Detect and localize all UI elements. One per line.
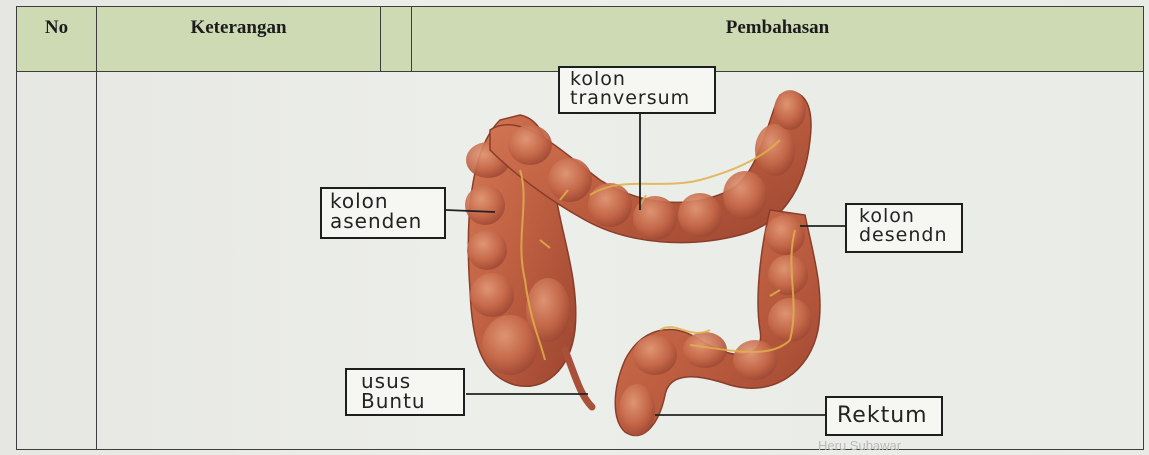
cell-content [97, 72, 1144, 450]
header-no: No [17, 7, 97, 72]
label-kolon-desenden: kolon desendn [845, 203, 963, 253]
label-kolon-transversum: kolon tranversum [558, 66, 716, 114]
label-kolon-asenden-line2: asenden [330, 211, 444, 231]
label-kolon-asenden: kolon asenden [320, 187, 446, 239]
label-kolon-desenden-line2: desendn [859, 226, 961, 245]
watermark-text: Heru Subawar [818, 438, 901, 453]
header-keterangan-label: Keterangan [97, 7, 380, 39]
cell-no [17, 72, 97, 450]
header-no-label: No [17, 7, 96, 39]
label-usus-buntu: usus Buntu [345, 368, 465, 416]
header-pembahasan-label: Pembahasan [412, 7, 1143, 39]
header-gap-cell [381, 7, 412, 72]
header-keterangan: Keterangan [97, 7, 381, 72]
label-kolon-asenden-line1: kolon [330, 191, 444, 211]
label-rektum: Rektum [825, 396, 943, 436]
label-usus-buntu-line1: usus [361, 371, 463, 391]
header-pembahasan: Pembahasan [412, 7, 1144, 72]
label-rektum-line1: Rektum [837, 405, 941, 427]
label-kolon-transversum-line2: tranversum [570, 89, 714, 108]
label-usus-buntu-line2: Buntu [361, 391, 463, 411]
